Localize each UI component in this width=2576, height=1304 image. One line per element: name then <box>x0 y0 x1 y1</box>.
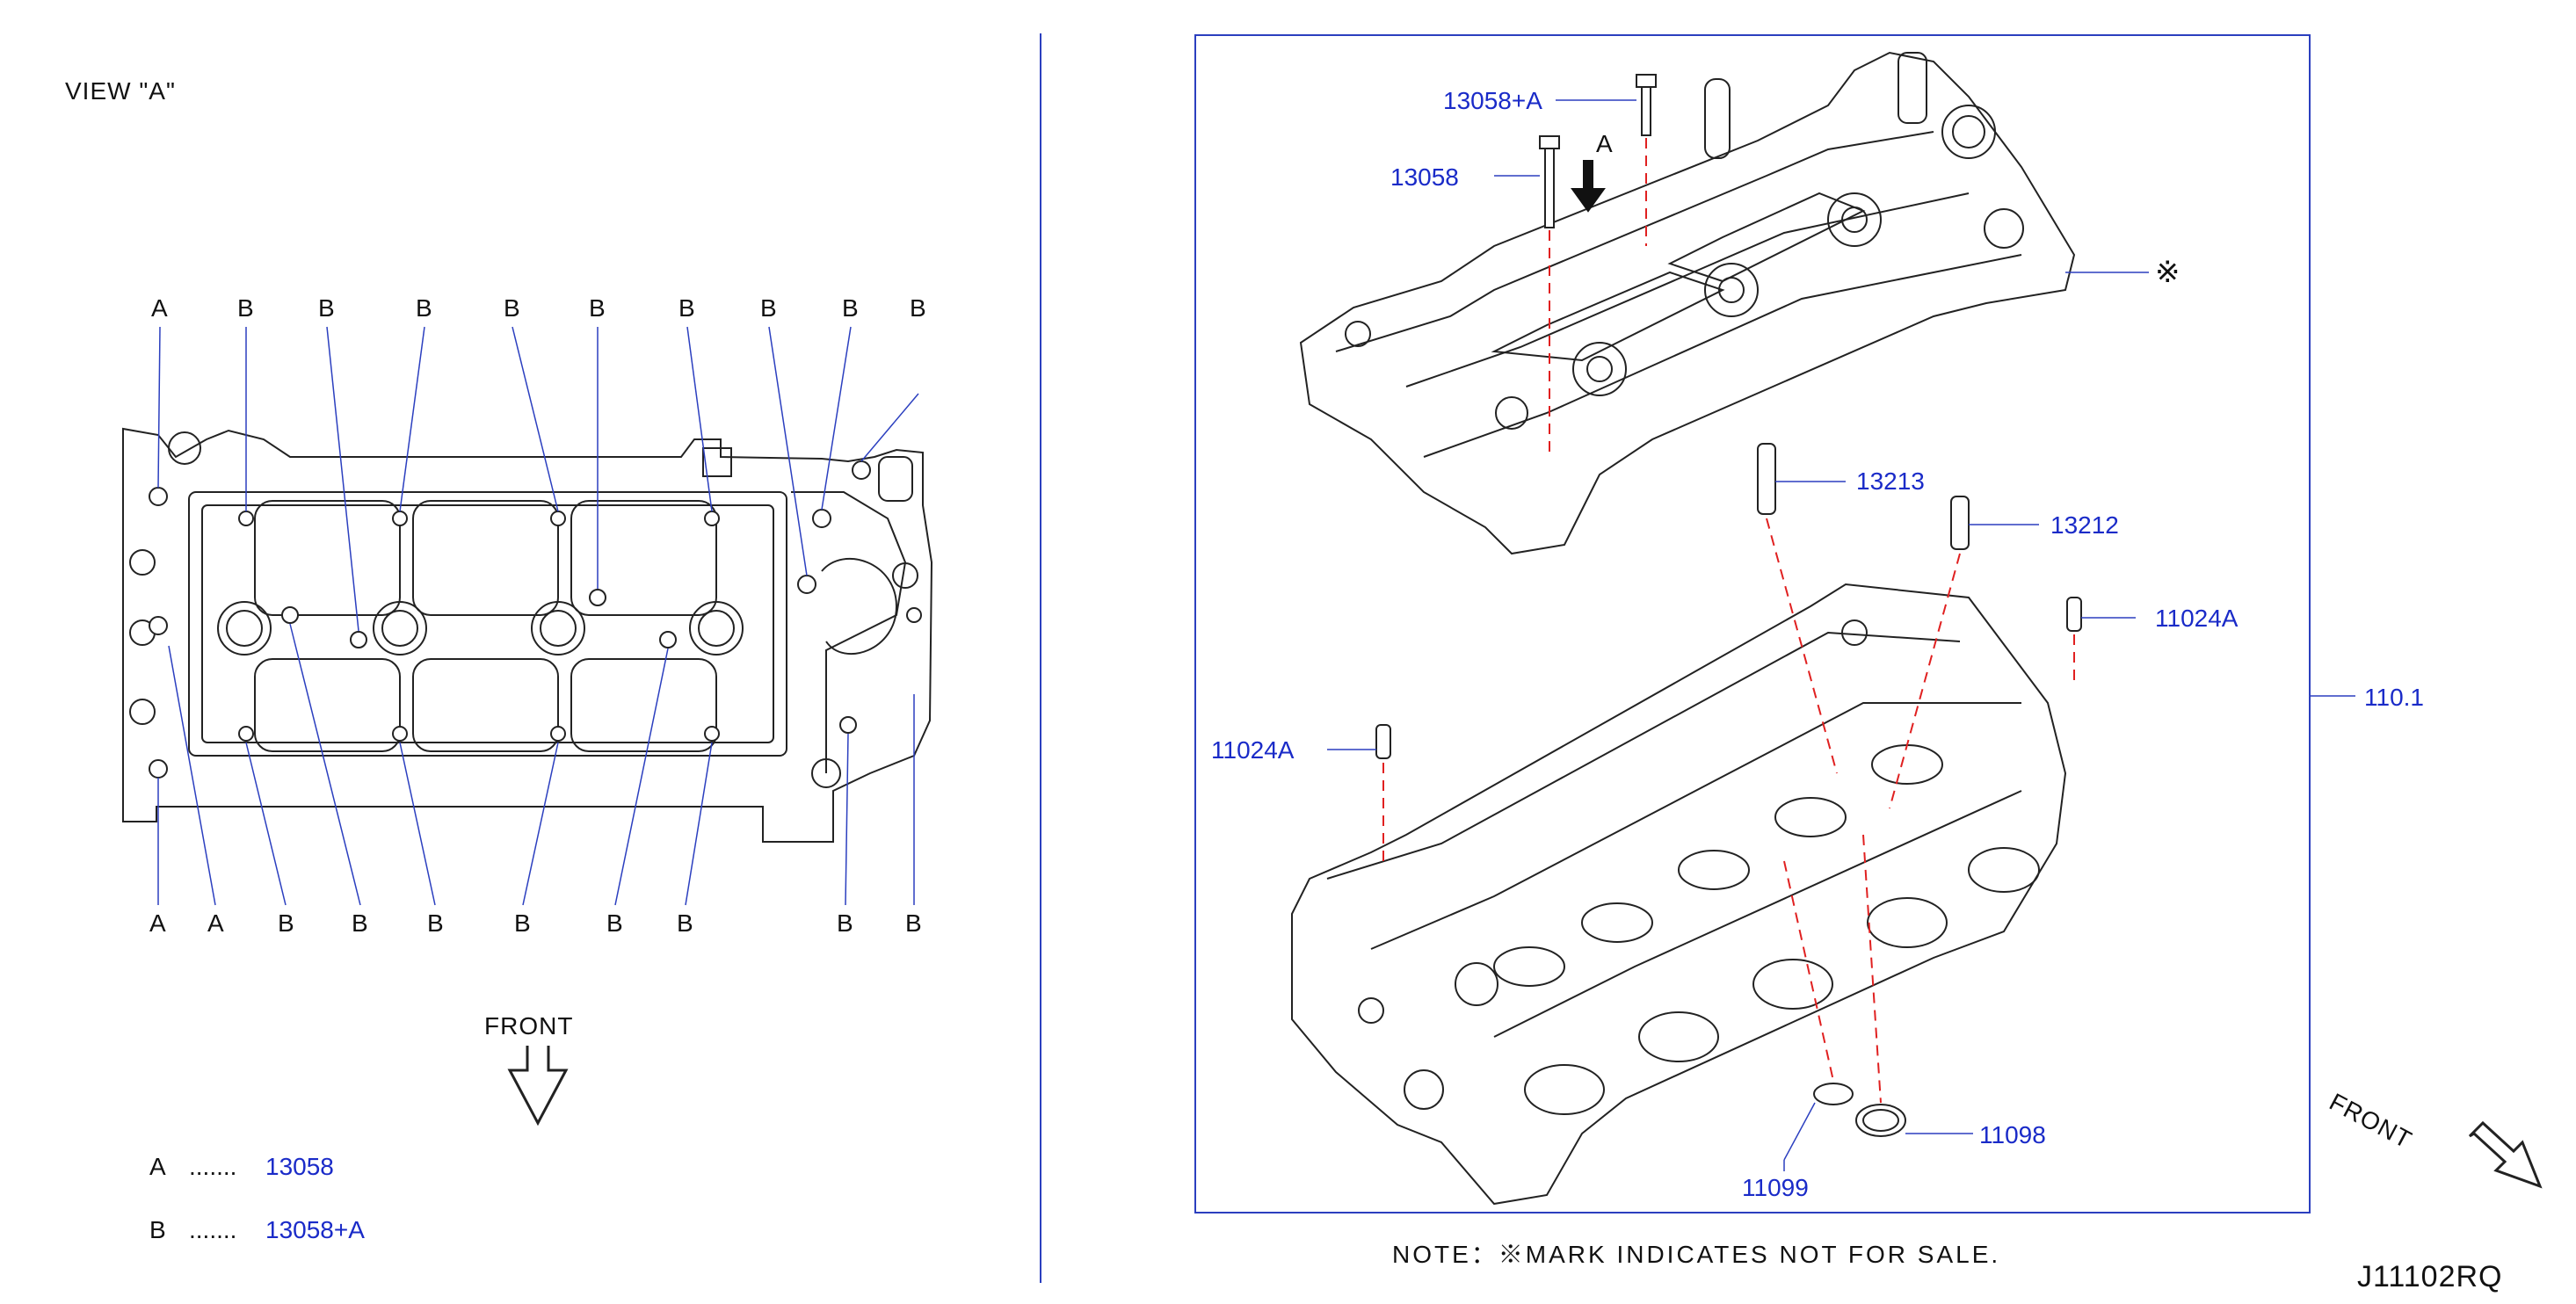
callout-label-top: B <box>504 294 521 322</box>
front-arrow-left <box>507 1046 569 1127</box>
view-a-title: VIEW "A" <box>65 77 176 105</box>
exploded-view-frame <box>1194 34 2311 1213</box>
dowel-11024A-right <box>2066 597 2082 632</box>
sleeve-13213 <box>1757 443 1776 515</box>
callout-label-bottom: A <box>149 909 167 937</box>
bolt-head-13058A <box>1636 74 1657 88</box>
view-a-arrow-label: A <box>1596 130 1614 157</box>
part-11099[interactable]: 11099 <box>1742 1174 1809 1201</box>
legend-dots: ....... <box>189 1153 237 1180</box>
callout-label-bottom: B <box>837 909 854 937</box>
fasteners <box>1375 74 2082 1137</box>
view-a-arrow <box>1571 160 1606 213</box>
bolt-holes <box>149 460 922 779</box>
callout-label-bottom: B <box>677 909 694 937</box>
callout-leaders <box>157 326 919 906</box>
callout-label-bottom: B <box>427 909 445 937</box>
part-13058A[interactable]: 13058+A <box>1443 87 1542 114</box>
legend-part-13058[interactable]: 13058 <box>265 1153 334 1180</box>
part-leaders <box>1327 99 2355 1171</box>
legend-part-13058A[interactable]: 13058+A <box>265 1216 365 1243</box>
seal-11099 <box>1813 1083 1854 1105</box>
callout-label-top: B <box>237 294 255 322</box>
note-text: NOTE：※MARK INDICATES NOT FOR SALE. <box>1392 1241 2001 1268</box>
front-label-left: FRONT <box>484 1012 574 1040</box>
callout-label-bottom: B <box>352 909 369 937</box>
camshaft-bracket <box>1299 51 2076 555</box>
callout-label-top: A <box>151 294 169 322</box>
callout-label-top: B <box>416 294 433 322</box>
cylinder-head <box>1291 583 2067 1206</box>
assembly-lines <box>1382 138 2075 1104</box>
part-13213[interactable]: 13213 <box>1856 467 1925 495</box>
callout-label-bottom: B <box>514 909 532 937</box>
sleeve-13212 <box>1950 496 1970 550</box>
callout-label-bottom: B <box>606 909 624 937</box>
callout-label-top: B <box>842 294 860 322</box>
callout-label-top: B <box>318 294 336 322</box>
legend-key: A <box>149 1153 166 1180</box>
part-13212[interactable]: 13212 <box>2050 511 2119 539</box>
dowel-11024A-left <box>1375 724 1391 759</box>
not-for-sale-mark: ※ <box>2155 256 2181 289</box>
part-13058[interactable]: 13058 <box>1390 163 1459 191</box>
head-top-view <box>122 427 933 843</box>
callout-label-bottom: B <box>278 909 295 937</box>
callout-label-bottom: B <box>905 909 923 937</box>
diagram-code: J11102RQ <box>2357 1260 2503 1293</box>
part-11098[interactable]: 11098 <box>1979 1121 2046 1148</box>
callout-label-top: B <box>760 294 778 322</box>
callout-label-top: B <box>678 294 696 322</box>
legend-key: B <box>149 1216 166 1243</box>
part-11024A-left[interactable]: 11024A <box>1211 736 1295 764</box>
bolt-head-13058 <box>1539 135 1560 149</box>
part-11024A-right[interactable]: 11024A <box>2155 605 2239 632</box>
callout-label-top: B <box>589 294 606 322</box>
callout-label-bottom: A <box>207 909 225 937</box>
legend-dots: ....... <box>189 1216 237 1243</box>
front-arrow-right <box>2468 1120 2543 1189</box>
part-11041[interactable]: 110.1 <box>2364 684 2424 711</box>
callout-label-top: B <box>910 294 927 322</box>
